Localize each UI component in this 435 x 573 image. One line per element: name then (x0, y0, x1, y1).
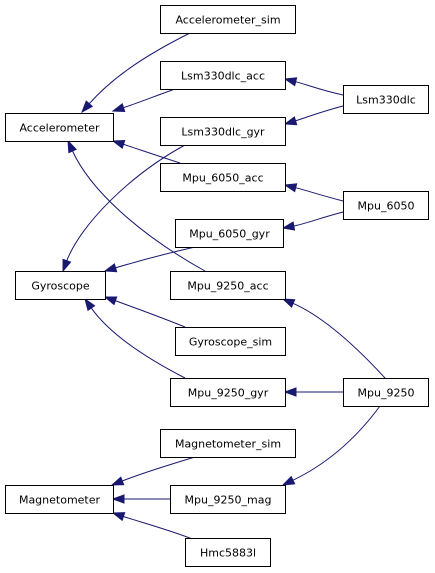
arrowhead-magnetometer_sim-to-magnetometer (110, 476, 125, 486)
node-mpu-6050[interactable]: Mpu_6050 (343, 191, 429, 220)
node-box[interactable] (160, 117, 286, 146)
arrowhead-mpu_9250_mag-to-magnetometer (111, 494, 125, 504)
node-label: Gyroscope_sim (189, 336, 272, 349)
node-label: Lsm330dlc (356, 94, 416, 107)
edge-mpu_9250_acc-to-accelerometer (71, 149, 206, 272)
node-box[interactable] (343, 191, 429, 220)
arrowhead-lsm330dlc_acc-to-accelerometer (111, 103, 126, 113)
arrowhead-hmc5883l-to-magnetometer (111, 512, 126, 522)
node-label: Accelerometer (19, 122, 100, 135)
node-box[interactable] (343, 378, 429, 407)
edge-mpu_9250-to-mpu_9250_mag (291, 405, 381, 482)
arrowhead-gyroscope_sim-to-gyroscope (103, 296, 118, 306)
edges-layer (62, 32, 386, 541)
edge-lsm330dlc-to-lsm330dlc_gyr (294, 105, 344, 122)
edge-mpu_9250_gyr-to-gyroscope (90, 306, 186, 379)
edge-accelerometer_sim-to-accelerometer (88, 32, 191, 105)
node-mpu-9250-mag[interactable]: Mpu_9250_mag (170, 485, 286, 514)
node-box[interactable] (170, 485, 286, 514)
edge-hmc5883l-to-magnetometer (122, 515, 196, 541)
node-box[interactable] (5, 485, 114, 514)
node-gyroscope-sim[interactable]: Gyroscope_sim (175, 327, 286, 356)
node-box[interactable] (175, 219, 284, 248)
node-label: Mpu_6050_acc (182, 172, 263, 185)
node-box[interactable] (160, 429, 296, 458)
node-gyroscope[interactable]: Gyroscope (15, 271, 106, 300)
arrowhead-mpu_6050_gyr-to-gyroscope (103, 263, 118, 273)
node-label: Hmc5883l (200, 547, 256, 560)
node-box[interactable] (160, 163, 286, 192)
edge-lsm330dlc-to-lsm330dlc_acc (294, 80, 344, 96)
node-label: Mpu_6050 (358, 200, 415, 213)
node-box[interactable] (160, 61, 286, 90)
node-label: Magnetometer_sim (175, 438, 281, 451)
arrowhead-accelerometer_sim-to-accelerometer (81, 100, 94, 114)
node-lsm330dlc-acc[interactable]: Lsm330dlc_acc (160, 61, 286, 90)
node-box[interactable] (170, 378, 286, 407)
edge-mpu_6050-to-mpu_6050_gyr (292, 211, 344, 227)
node-label: Mpu_9250_gyr (188, 387, 269, 400)
edge-mpu_6050-to-mpu_6050_acc (294, 186, 344, 202)
node-lsm330dlc-gyr[interactable]: Lsm330dlc_gyr (160, 117, 286, 146)
node-mpu-9250[interactable]: Mpu_9250 (343, 378, 429, 407)
edge-lsm330dlc_gyr-to-gyroscope (65, 144, 186, 262)
node-label: Accelerometer_sim (175, 14, 280, 27)
edge-magnetometer_sim-to-magnetometer (121, 456, 196, 482)
node-mpu-6050-acc[interactable]: Mpu_6050_acc (160, 163, 286, 192)
node-label: Lsm330dlc_acc (181, 70, 265, 83)
arrowhead-mpu_6050_acc-to-accelerometer (111, 139, 126, 149)
arrowhead-mpu_9250-to-mpu_9250_mag (281, 475, 296, 486)
edge-mpu_9250-to-mpu_9250_acc (291, 302, 386, 379)
arrowhead-lsm330dlc_gyr-to-gyroscope (62, 258, 72, 273)
node-label: Mpu_9250_acc (187, 280, 268, 293)
node-hmc5883l[interactable]: Hmc5883l (185, 538, 271, 567)
node-label: Magnetometer (19, 494, 101, 507)
arrowhead-mpu_9250_gyr-to-gyroscope (84, 297, 96, 312)
node-accelerometer[interactable]: Accelerometer (5, 113, 114, 142)
arrowhead-mpu_9250-to-mpu_9250_acc (281, 298, 296, 308)
node-box[interactable] (175, 327, 286, 356)
edge-mpu_6050_gyr-to-gyroscope (114, 246, 196, 269)
node-box[interactable] (185, 538, 271, 567)
arrowhead-lsm330dlc-to-lsm330dlc_gyr (283, 116, 298, 126)
node-box[interactable] (170, 271, 286, 300)
node-lsm330dlc[interactable]: Lsm330dlc (343, 85, 429, 114)
arrowhead-mpu_9250-to-mpu_9250_gyr (283, 387, 297, 397)
arrowhead-mpu_9250_acc-to-accelerometer (67, 139, 78, 154)
node-box[interactable] (5, 113, 114, 142)
arrowhead-mpu_6050-to-mpu_6050_gyr (281, 221, 296, 231)
node-label: Mpu_9250 (358, 387, 415, 400)
node-magnetometer-sim[interactable]: Magnetometer_sim (160, 429, 296, 458)
arrowhead-mpu_6050-to-mpu_6050_acc (283, 183, 298, 193)
node-label: Lsm330dlc_gyr (181, 126, 265, 139)
node-label: Mpu_6050_gyr (189, 228, 270, 241)
node-label: Gyroscope (31, 280, 90, 293)
node-box[interactable] (15, 271, 106, 300)
arrowhead-lsm330dlc-to-lsm330dlc_acc (283, 77, 298, 87)
edge-lsm330dlc_acc-to-accelerometer (122, 88, 176, 109)
node-box[interactable] (160, 5, 296, 34)
nodes-layer: Accelerometer_simLsm330dlc_accLsm330dlcA… (5, 5, 429, 567)
node-accelerometer-sim[interactable]: Accelerometer_sim (160, 5, 296, 34)
node-magnetometer[interactable]: Magnetometer (5, 485, 114, 514)
node-label: Mpu_9250_mag (185, 494, 272, 507)
node-box[interactable] (343, 85, 429, 114)
edge-mpu_6050_acc-to-accelerometer (122, 143, 181, 164)
node-mpu-6050-gyr[interactable]: Mpu_6050_gyr (175, 219, 284, 248)
node-mpu-9250-acc[interactable]: Mpu_9250_acc (170, 271, 286, 300)
edge-gyroscope_sim-to-gyroscope (114, 299, 186, 328)
node-mpu-9250-gyr[interactable]: Mpu_9250_gyr (170, 378, 286, 407)
